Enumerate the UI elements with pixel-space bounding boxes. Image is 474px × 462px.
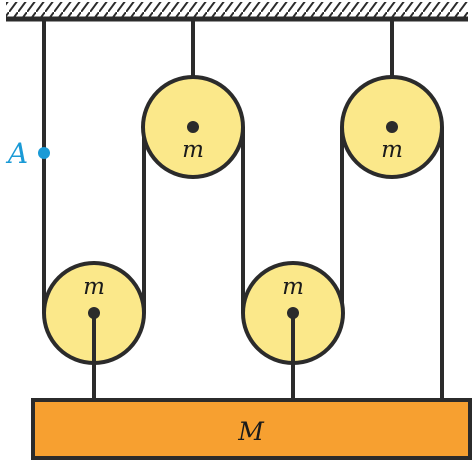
pulley-bottom-right: m [241, 261, 345, 365]
block-label: M [237, 417, 265, 446]
pulley-top-left: m [141, 75, 245, 179]
pulley-bottom-left-label: m [83, 274, 105, 300]
block-m: M [31, 398, 472, 460]
pulley-top-right: m [340, 75, 444, 179]
pulley-top-left-axle [187, 121, 199, 133]
point-a-label: A [5, 137, 28, 170]
pulley-top-right-label: m [381, 137, 403, 163]
rope [42, 19, 444, 400]
pulley-bottom-right-axle [287, 307, 299, 319]
pulley-top-right-axle [386, 121, 398, 133]
point-a-marker [38, 147, 50, 159]
pulley-bottom-left-axle [88, 307, 100, 319]
ceiling [6, 2, 468, 22]
pulley-bottom-right-label: m [282, 274, 304, 300]
pulley-top-left-label: m [182, 137, 204, 163]
pulley-bottom-left: m [42, 261, 146, 365]
ceiling-hatching [6, 2, 468, 18]
block-body [31, 398, 472, 460]
point-a: A [5, 137, 50, 170]
